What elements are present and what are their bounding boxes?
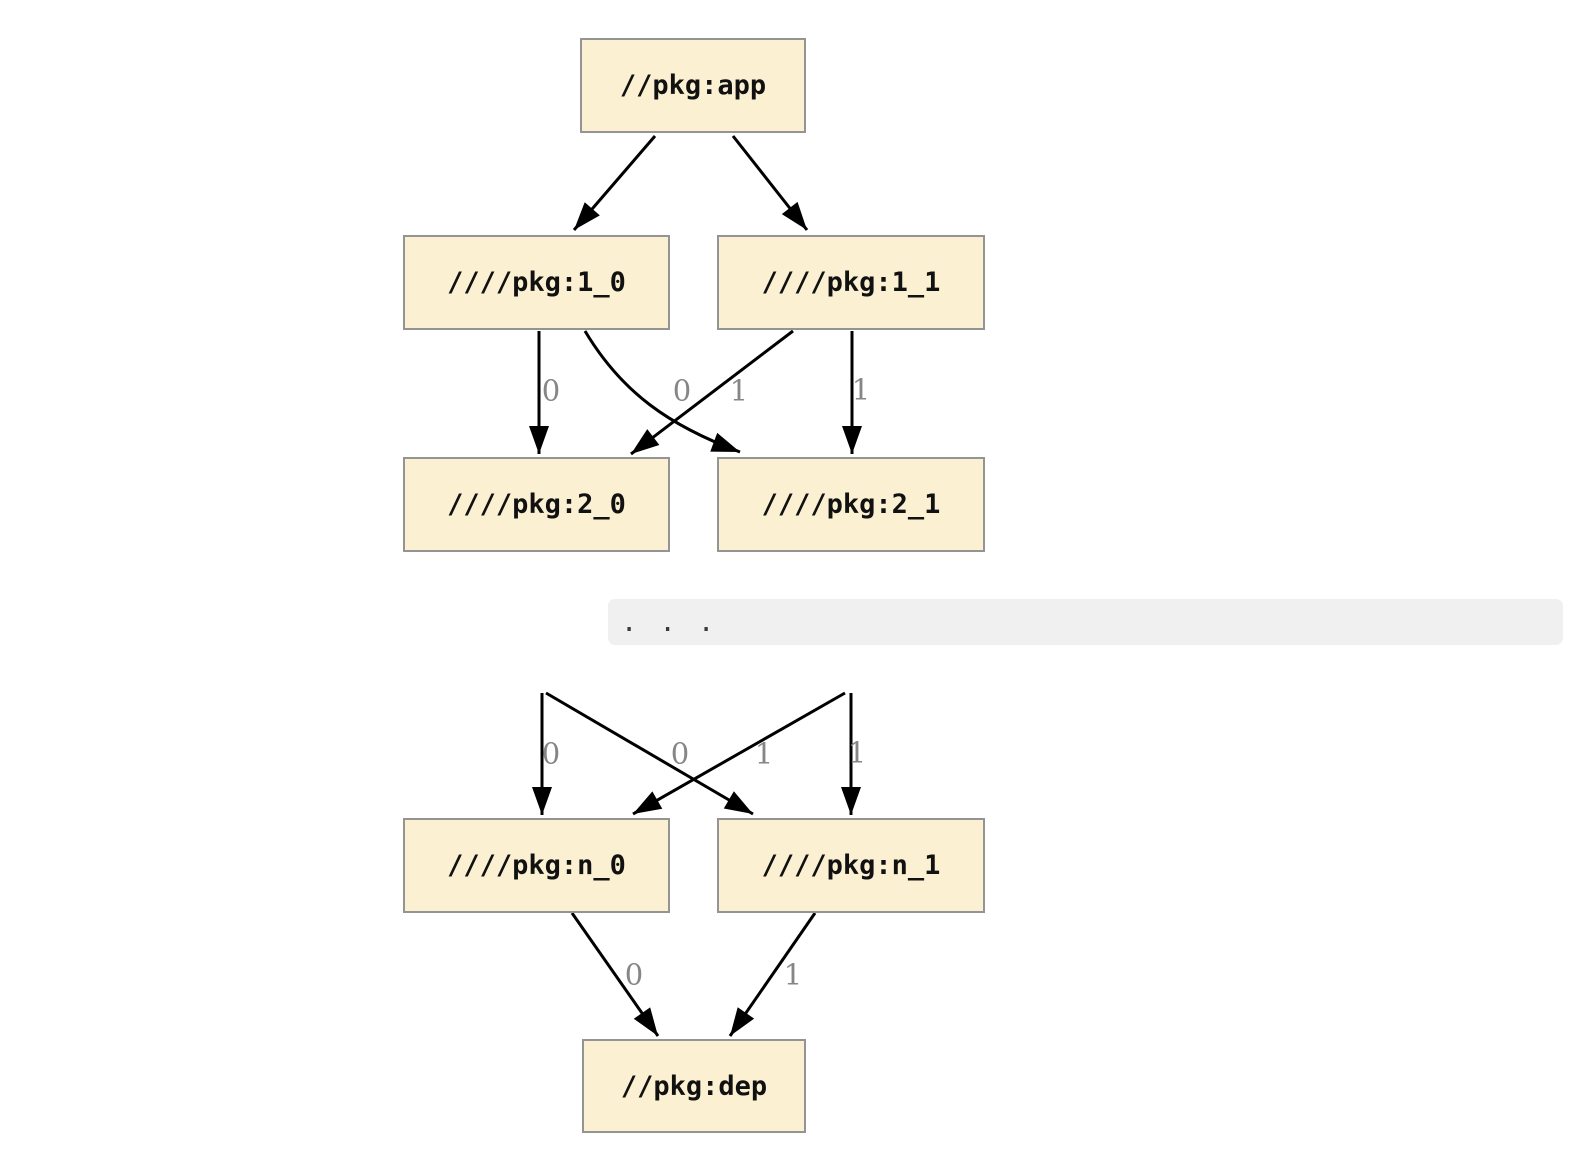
edge-label-1-1-to-2-1: 1 <box>851 372 871 407</box>
node-pkg-1-1-label: ////pkg:1_1 <box>761 267 941 298</box>
node-pkg-n-0: ////pkg:n_0 <box>403 818 670 913</box>
node-app: //pkg:app <box>580 38 806 133</box>
node-pkg-1-0: ////pkg:1_0 <box>403 235 670 330</box>
node-dep-label: //pkg:dep <box>620 1070 768 1102</box>
edge-label-n-0-to-dep: 0 <box>624 957 644 992</box>
node-pkg-n-0-label: ////pkg:n_0 <box>447 850 626 881</box>
node-pkg-1-1: ////pkg:1_1 <box>717 235 985 330</box>
node-pkg-2-1: ////pkg:2_1 <box>717 457 985 552</box>
edge-n-1-to-dep <box>728 912 817 1037</box>
node-pkg-2-1-label: ////pkg:2_1 <box>761 489 941 520</box>
edge-label-1-0-to-2-1: 1 <box>729 373 749 408</box>
edge-label-1-1-to-2-0: 0 <box>672 373 692 408</box>
node-pkg-2-0-label: ////pkg:2_0 <box>447 489 626 520</box>
node-app-label: //pkg:app <box>619 70 767 101</box>
edge-app-to-1-0 <box>572 135 657 231</box>
edge-n-0-to-dep <box>570 912 660 1037</box>
node-pkg-n-1-label: ////pkg:n_1 <box>761 850 941 881</box>
edge-label-prev-cross-to-n-0: 0 <box>670 736 690 771</box>
edge-label-prev-to-n-0: 0 <box>541 736 561 771</box>
edge-prev-cross-to-n-0 <box>632 691 846 816</box>
ellipsis-text: . . . <box>621 606 718 638</box>
edge-app-to-1-1 <box>731 135 809 231</box>
node-dep: //pkg:dep <box>582 1039 806 1133</box>
edge-1-0-to-2-1 <box>583 330 741 454</box>
edge-1-1-to-2-0 <box>630 329 794 456</box>
edge-prev-cross-to-n-1 <box>545 691 754 816</box>
node-pkg-n-1: ////pkg:n_1 <box>717 818 985 913</box>
edge-label-1-0-to-2-0: 0 <box>541 373 561 408</box>
node-pkg-1-0-label: ////pkg:1_0 <box>447 267 626 298</box>
edge-label-prev-to-n-1: 1 <box>847 735 867 770</box>
node-pkg-2-0: ////pkg:2_0 <box>403 457 670 552</box>
ellipsis-band: . . . <box>608 599 1563 645</box>
edge-label-n-1-to-dep: 1 <box>783 957 803 992</box>
edge-label-prev-cross-to-n-1: 1 <box>754 736 774 771</box>
